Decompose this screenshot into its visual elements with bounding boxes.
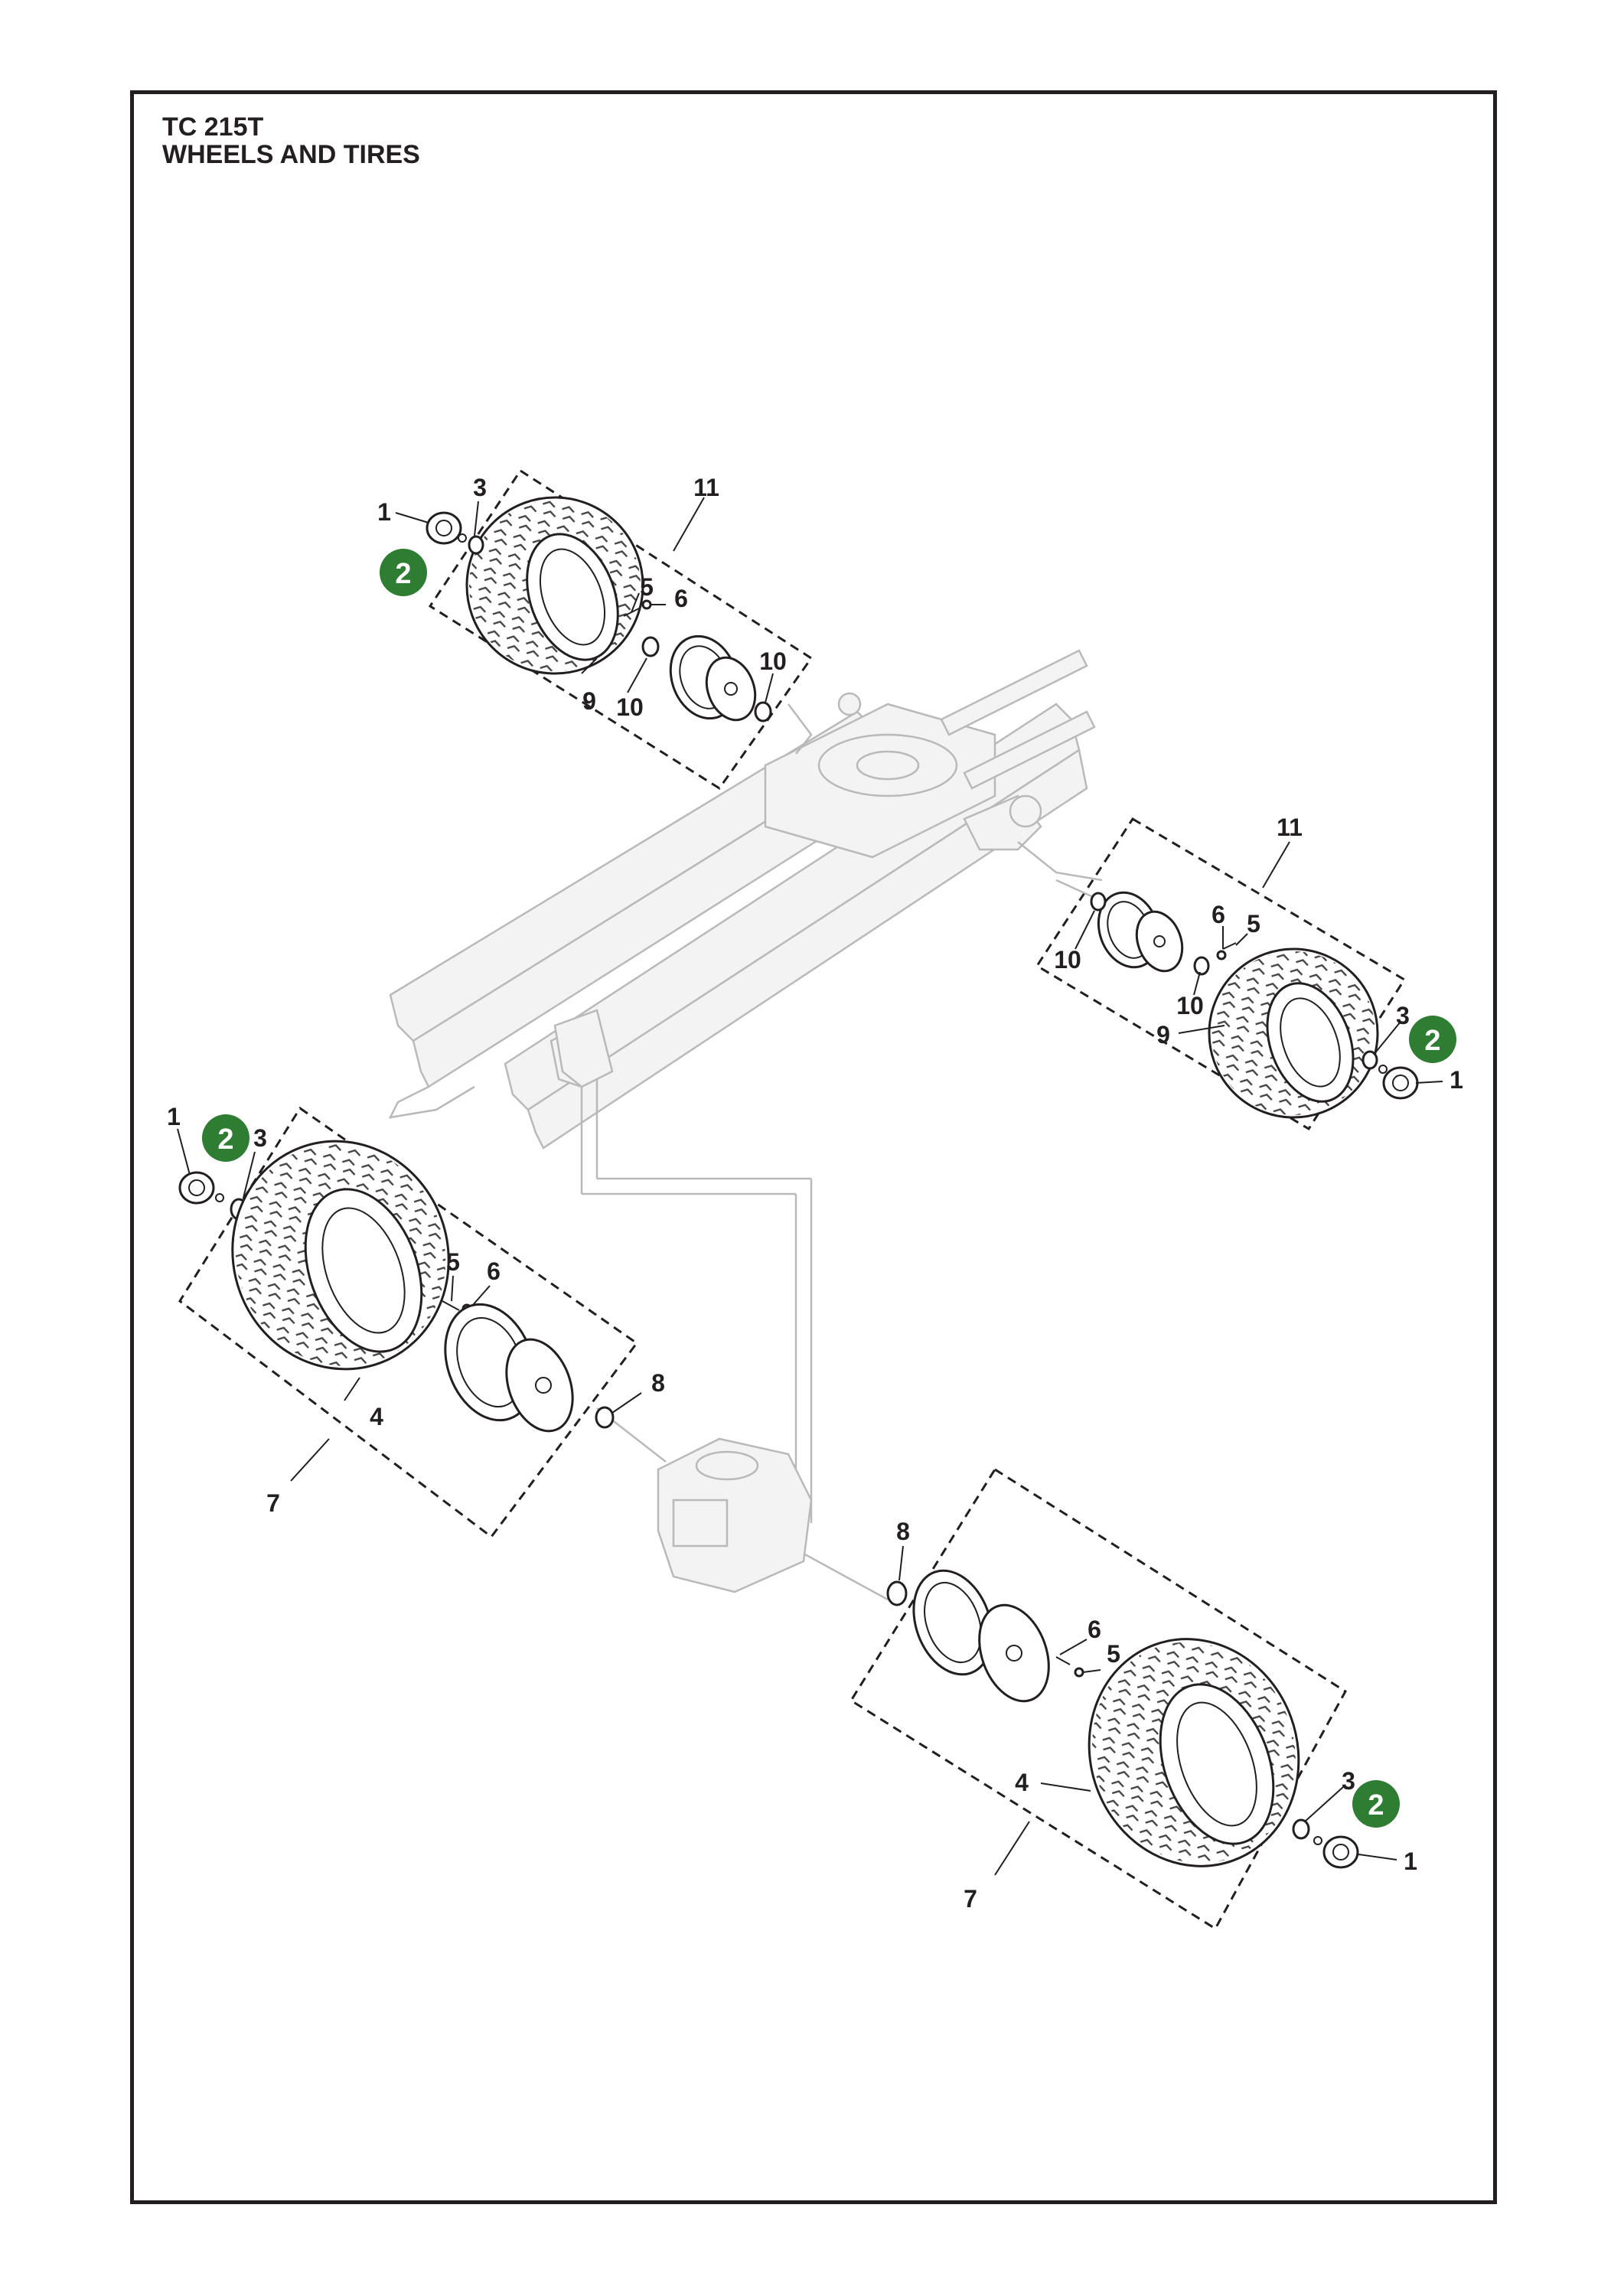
callout-1-front-left: 1 <box>377 498 391 526</box>
hub-cap-rear-right <box>1322 1835 1359 1869</box>
diagram-title-model: TC 215T <box>162 113 264 142</box>
front-right-wheel: 11 6 5 10 10 9 3 2 1 <box>1054 814 1463 1119</box>
callout-2-front-right: 2 <box>1424 1025 1440 1057</box>
callout-1-rear-right: 1 <box>1404 1848 1417 1875</box>
callout-4-rear-right: 4 <box>1015 1769 1029 1796</box>
callout-1-rear-left: 1 <box>167 1103 181 1130</box>
rim-front-right <box>1055 879 1184 973</box>
callout-badge-2-rear-left <box>202 1114 249 1162</box>
transaxle <box>596 1407 889 1601</box>
bushing-rear-left <box>595 1406 615 1429</box>
callout-7-rear-left: 7 <box>266 1489 280 1517</box>
chassis-frame <box>388 649 1103 1523</box>
callout-3-rear-right: 3 <box>1342 1767 1355 1795</box>
front-left-wheel-assembly-outline <box>428 468 814 791</box>
bushing-front-left-inner <box>641 636 660 657</box>
callout-9-front-left: 9 <box>582 687 596 715</box>
hub-cap-rear-left <box>178 1171 215 1205</box>
tire-front-right <box>1208 947 1379 1119</box>
bushing-front-right-inner <box>1090 892 1107 912</box>
callout-2-front-left: 2 <box>395 558 411 590</box>
rear-right-wheel: 8 6 5 4 7 3 2 1 <box>886 1518 1417 1913</box>
callout-3-rear-left: 3 <box>253 1124 267 1152</box>
callout-1-front-right: 1 <box>1450 1066 1463 1094</box>
callout-2-rear-left: 2 <box>217 1124 233 1156</box>
bolt-front-right <box>1222 942 1237 950</box>
rim-rear-right <box>912 1569 1050 1703</box>
bushing-rear-right <box>886 1580 908 1606</box>
callout-8-rear-right: 8 <box>896 1518 910 1545</box>
callout-3-front-right: 3 <box>1396 1002 1410 1029</box>
nut-front-right <box>1216 950 1227 960</box>
washer-rear-right <box>1292 1818 1310 1840</box>
callout-10-front-left-inner: 10 <box>616 693 644 721</box>
bushing-front-right-outer <box>1193 956 1210 976</box>
tire-front-left <box>465 496 644 675</box>
callout-badge-2-front-right <box>1409 1016 1456 1063</box>
callout-9-front-right: 9 <box>1156 1021 1170 1049</box>
callout-5-front-left: 5 <box>640 573 654 601</box>
rim-rear-left <box>444 1303 574 1433</box>
hub-cap-front-right <box>1382 1066 1419 1100</box>
callout-7-rear-right: 7 <box>964 1885 977 1913</box>
washer-front-right <box>1361 1050 1378 1070</box>
callout-10-front-right-inner: 10 <box>1054 946 1081 974</box>
callout-badge-2-rear-right <box>1352 1780 1400 1828</box>
callout-10-front-left-outer: 10 <box>759 647 787 675</box>
diagram-frame <box>130 90 1497 2204</box>
rim-front-left <box>669 634 757 722</box>
callout-badge-2-front-left <box>380 549 427 596</box>
front-left-wheel: 1 2 3 5 6 9 10 10 11 <box>377 474 787 722</box>
rear-left-wheel: 1 2 3 4 5 6 7 8 <box>167 1103 665 1517</box>
tire-rear-right <box>1088 1638 1300 1867</box>
callout-6-rear-right: 6 <box>1088 1616 1101 1643</box>
tire-rear-left <box>231 1140 450 1371</box>
callout-5-front-right: 5 <box>1247 910 1260 938</box>
callout-5-rear-right: 5 <box>1107 1640 1120 1668</box>
clip-front-right <box>1378 1065 1388 1074</box>
nut-rear-right <box>1074 1667 1084 1678</box>
nut-front-left <box>641 599 652 610</box>
diagram-title-section: WHEELS AND TIRES <box>162 140 420 169</box>
clip-front-left <box>458 533 467 543</box>
rear-left-wheel-assembly-outline <box>178 1106 639 1539</box>
callout-11-front-right: 11 <box>1277 814 1303 841</box>
clip-rear-left <box>215 1193 224 1202</box>
rear-right-wheel-assembly-outline <box>849 1467 1347 1931</box>
bolt-rear-right <box>1055 1656 1071 1665</box>
callout-10-front-right-outer: 10 <box>1176 992 1204 1019</box>
callout-11-front-left: 11 <box>693 474 719 501</box>
callout-3-front-left: 3 <box>473 474 487 501</box>
callout-4-rear-left: 4 <box>370 1403 383 1430</box>
callout-6-front-left: 6 <box>674 585 688 612</box>
callout-6-rear-left: 6 <box>487 1257 501 1285</box>
front-right-wheel-assembly-outline <box>1035 817 1407 1131</box>
callout-5-rear-left: 5 <box>446 1248 460 1276</box>
callout-8-rear-left: 8 <box>651 1369 665 1397</box>
washer-front-left <box>468 535 484 555</box>
bushing-front-left-outer <box>754 701 772 722</box>
callout-2-rear-right: 2 <box>1368 1789 1384 1821</box>
clip-rear-right <box>1313 1836 1322 1845</box>
hub-cap-front-left <box>426 511 462 545</box>
bolt-rear-left <box>442 1300 460 1311</box>
callout-6-front-right: 6 <box>1211 901 1225 928</box>
